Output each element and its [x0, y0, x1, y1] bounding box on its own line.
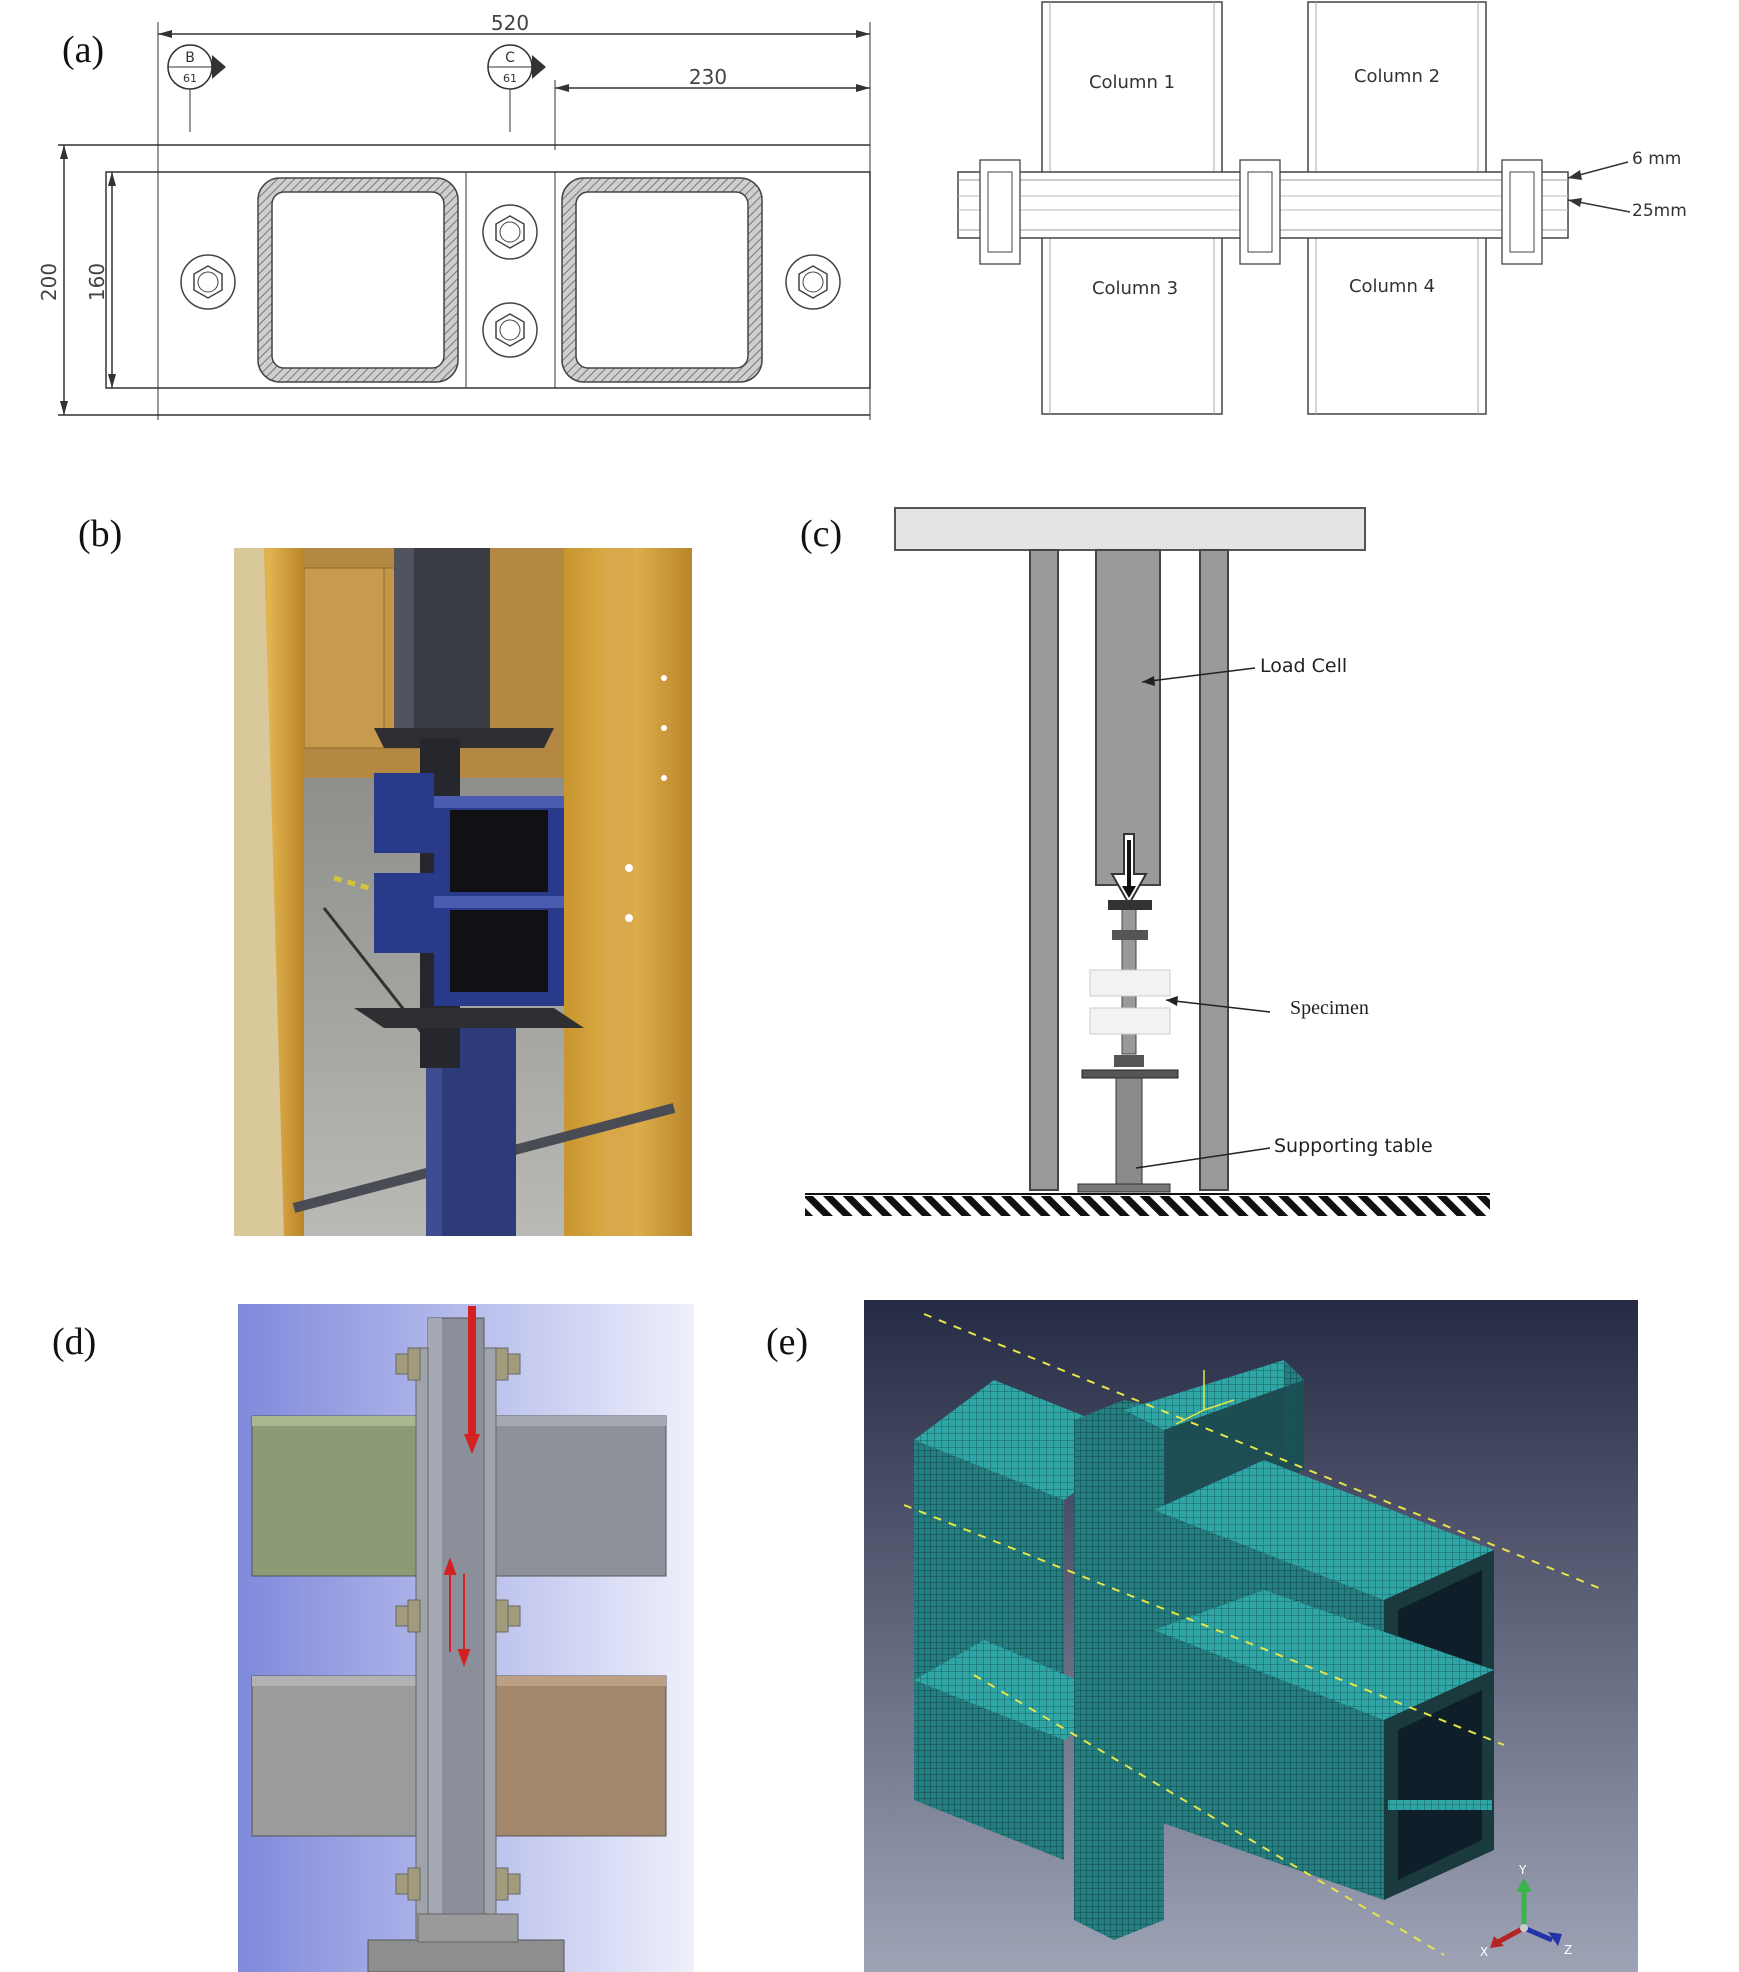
elevation-bolt-3	[1501, 159, 1543, 265]
column-2-label: Column 2	[1354, 66, 1440, 87]
thickness-25mm-label: 25mm	[1632, 201, 1687, 221]
crosshead	[894, 507, 1366, 551]
panel-e-fe-mesh: Y X Z	[864, 1300, 1638, 1972]
supporting-table-annotation: Supporting table	[1274, 1135, 1433, 1157]
supporting-table	[1077, 1069, 1179, 1193]
column-4-label: Column 4	[1349, 276, 1435, 297]
section-c-letter: C	[505, 50, 515, 66]
column-3-label: Column 3	[1092, 278, 1178, 299]
panel-b-label: (b)	[78, 513, 123, 555]
dim-height-inner-text: 160	[85, 263, 109, 301]
section-b-letter: B	[185, 50, 195, 66]
local-axes-icon	[1175, 1370, 1235, 1425]
photo-beam-lower	[374, 873, 564, 1006]
section-b-sheet: 61	[183, 72, 197, 85]
panel-e-label: (e)	[766, 1321, 809, 1363]
cad-base-plate	[367, 1939, 565, 1972]
section-marker-b: B 61	[167, 44, 226, 132]
dim-total-text: 520	[491, 11, 529, 35]
panel-a-label: (a)	[62, 29, 105, 71]
thickness-6mm-label: 6 mm	[1632, 149, 1681, 169]
bolt-left	[180, 254, 236, 310]
panel-b-test-photo	[234, 548, 692, 1236]
panel-a-elevation-drawing: Column 1 Column 2 Column 3 Column 4 6 mm…	[957, 1, 1687, 415]
load-arrow-icon	[464, 1306, 480, 1454]
fe-plate	[1074, 1360, 1304, 1940]
panel-a-plan-drawing: 520 230 B 61 C 61 200 160	[40, 11, 871, 420]
photo-beam-upper	[374, 773, 564, 906]
global-axes-triad-icon: Y X Z	[1480, 1863, 1572, 1959]
dim-right-text: 230	[689, 65, 727, 89]
fe-beam-front-lower	[1154, 1590, 1494, 1900]
slip-arrows-icon	[443, 1557, 471, 1667]
cad-beam-upper-left	[251, 1415, 423, 1577]
cad-bolts	[395, 1347, 521, 1901]
frame-column-left	[1029, 549, 1059, 1191]
ground-hatching	[805, 1196, 1490, 1216]
panel-d-cad-model	[238, 1304, 694, 1972]
bolt-right	[785, 254, 841, 310]
symmetry-lines	[903, 1313, 1605, 1956]
triad-z-label: Z	[1564, 1943, 1572, 1957]
column-1-label: Column 1	[1089, 72, 1175, 93]
cad-beam-upper-right	[481, 1415, 667, 1577]
panel-c-label: (c)	[800, 513, 843, 555]
frame-column-right	[1199, 549, 1229, 1191]
dim-height-outer-text: 200	[40, 263, 61, 301]
cad-beam-lower-right	[481, 1675, 667, 1837]
cad-beam-lower-left	[251, 1675, 423, 1837]
specimen-annotation: Specimen	[1290, 997, 1369, 1019]
panel-d-label: (d)	[52, 1321, 97, 1363]
triad-x-label: X	[1480, 1945, 1488, 1959]
elevation-bolt-1	[979, 159, 1021, 265]
section-c-sheet: 61	[503, 72, 517, 85]
section-marker-c: C 61	[487, 44, 546, 132]
bolt-centre-bottom	[482, 302, 538, 358]
elevation-bolt-2	[1239, 159, 1281, 265]
triad-y-label: Y	[1518, 1863, 1527, 1877]
bolt-centre-top	[482, 204, 538, 260]
specimen-shape	[1089, 900, 1171, 1067]
panel-c-test-setup: Load Cell Specimen Supporting table	[805, 507, 1490, 1216]
load-cell-annotation: Load Cell	[1260, 655, 1347, 677]
